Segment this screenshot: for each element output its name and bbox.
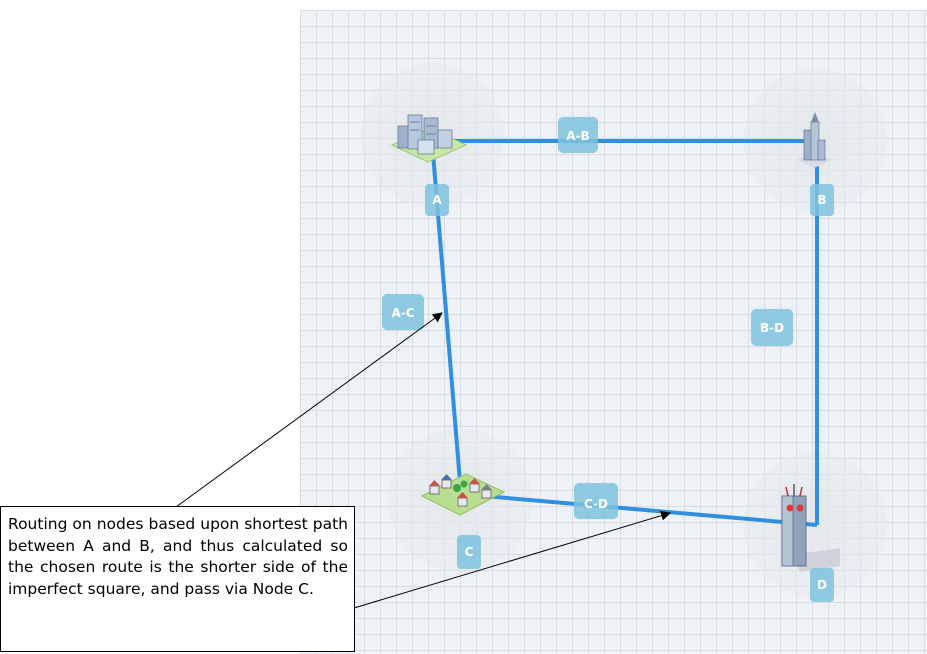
cell-tower-building-icon[interactable] <box>781 484 840 572</box>
node-label-a[interactable]: A <box>425 184 449 216</box>
residential-houses-icon[interactable] <box>420 473 506 516</box>
node-label-d[interactable]: D <box>810 568 834 602</box>
node-label-c-text: C <box>465 545 474 559</box>
skyscraper-icon[interactable] <box>797 112 832 168</box>
link-label-a-b-text: A-B <box>566 129 589 143</box>
node-label-a-text: A <box>432 193 442 207</box>
link-c-d[interactable] <box>460 492 818 527</box>
office-buildings-icon[interactable] <box>390 114 468 163</box>
annotation-callout: Routing on nodes based upon shortest pat… <box>0 506 355 652</box>
annotation-arrow-to-a-c <box>175 312 443 508</box>
annotation-arrow-to-c-d <box>353 510 671 609</box>
link-label-a-c[interactable]: A-C <box>382 294 424 330</box>
node-label-b-text: B <box>817 193 826 207</box>
link-label-c-d[interactable]: C-D <box>574 483 618 519</box>
link-label-b-d-text: B-D <box>760 321 784 335</box>
link-label-a-b[interactable]: A-B <box>558 117 598 153</box>
node-label-c[interactable]: C <box>457 535 481 569</box>
link-label-c-d-text: C-D <box>584 497 608 511</box>
node-label-b[interactable]: B <box>810 184 834 216</box>
annotation-text: Routing on nodes based upon shortest pat… <box>8 515 348 598</box>
node-label-d-text: D <box>817 578 827 592</box>
link-label-a-c-text: A-C <box>391 306 414 320</box>
link-label-b-d[interactable]: B-D <box>751 309 793 346</box>
